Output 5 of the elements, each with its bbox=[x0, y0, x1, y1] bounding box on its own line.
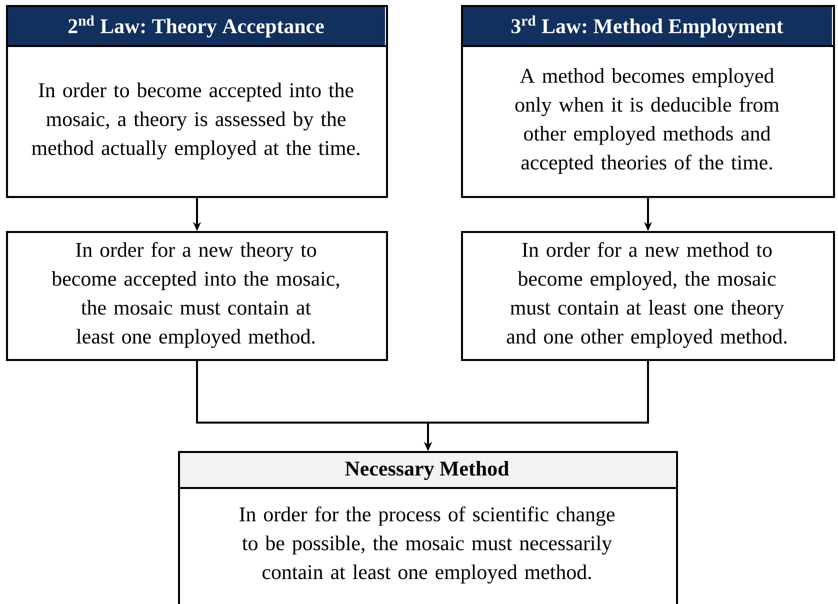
statement-box: In order for a new method to become employed, the mosaic must contain at least one theory and one other employed method. bbox=[461, 231, 835, 361]
header-bar: Necessary Method bbox=[179, 452, 675, 488]
header-bar: 2$^{nd}$ Law: Theory Acceptance bbox=[7, 6, 385, 46]
statement-box: In order for a new theory to become accepted into the mosaic, the mosaic must contain at least one employed method. bbox=[6, 231, 388, 361]
header-bar: 3$^{rd}$ Law: Method Employment bbox=[462, 6, 832, 46]
